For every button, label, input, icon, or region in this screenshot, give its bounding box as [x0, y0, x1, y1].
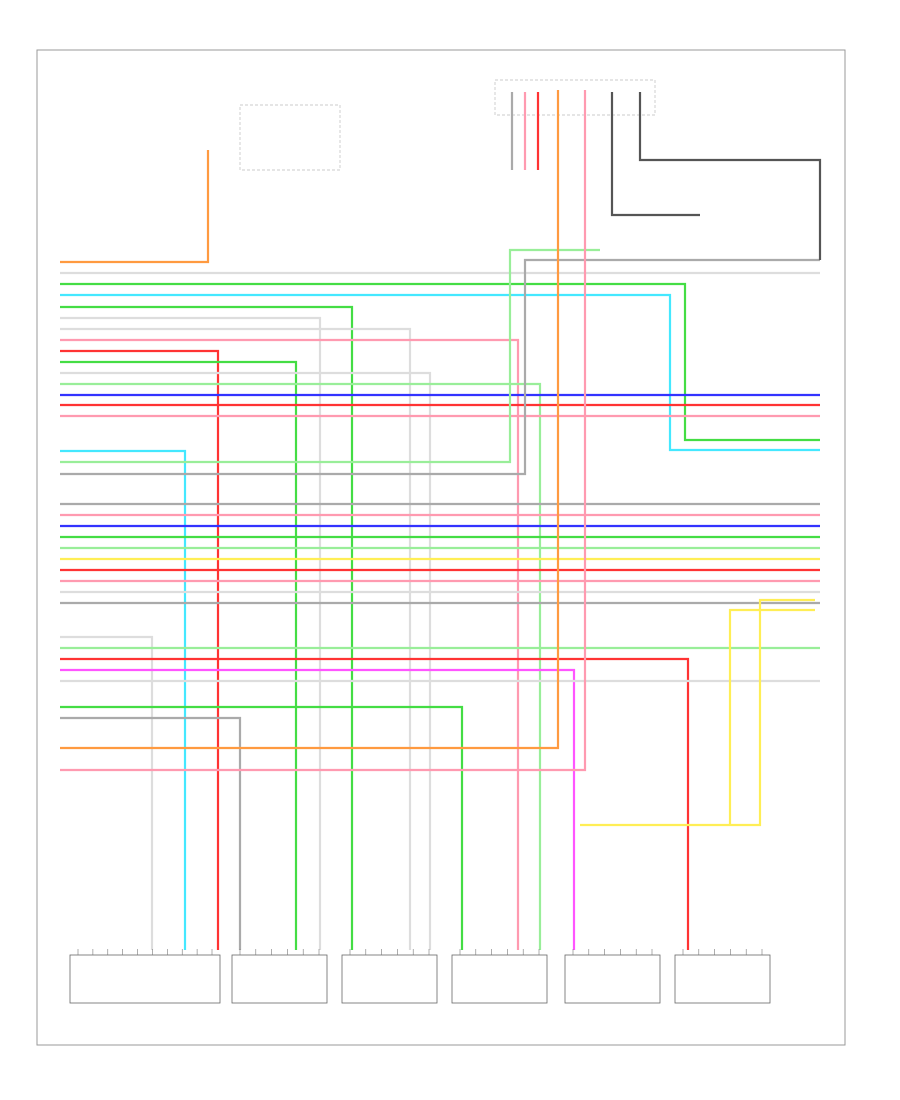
wire-white-4	[60, 371, 432, 950]
connector-block	[69, 954, 221, 1004]
frame-box	[36, 49, 846, 1046]
wire-red-1	[60, 349, 220, 950]
wire-green-2	[60, 305, 354, 950]
wire-black-1	[638, 92, 822, 260]
wire-gray-1	[60, 258, 820, 476]
connector-block	[231, 954, 328, 1004]
wire-yellow-2	[580, 598, 815, 827]
wire-black-2	[610, 92, 700, 217]
wire-green-4	[60, 382, 542, 950]
wire-green-9	[60, 705, 464, 950]
frame-box	[494, 79, 656, 116]
connector-group	[69, 954, 771, 1004]
connector-block	[674, 954, 771, 1004]
wire-pink-5	[60, 90, 587, 772]
diagram-frames	[36, 49, 846, 1046]
wire-cyan-1	[60, 293, 820, 452]
wire-group	[60, 90, 822, 950]
wire-orange-2	[60, 90, 560, 750]
wire-pink-1	[60, 338, 520, 950]
connector-block	[564, 954, 661, 1004]
wire-white-2	[60, 316, 322, 950]
frame-box	[239, 104, 341, 171]
wire-white-3	[60, 327, 412, 950]
wire-white-6	[60, 635, 154, 950]
wire-orange-top	[60, 150, 210, 264]
connector-block	[451, 954, 548, 1004]
connector-block	[341, 954, 438, 1004]
wire-yellow-3	[728, 608, 815, 825]
pin-ticks	[77, 949, 763, 955]
wire-red-4	[60, 657, 690, 950]
wire-green-1	[60, 282, 820, 442]
wire-magenta-1	[60, 668, 576, 950]
wire-green-5	[60, 248, 600, 464]
wire-cyan-2	[60, 449, 187, 950]
wire-gray-4	[60, 716, 242, 950]
wire-green-3	[60, 360, 298, 950]
